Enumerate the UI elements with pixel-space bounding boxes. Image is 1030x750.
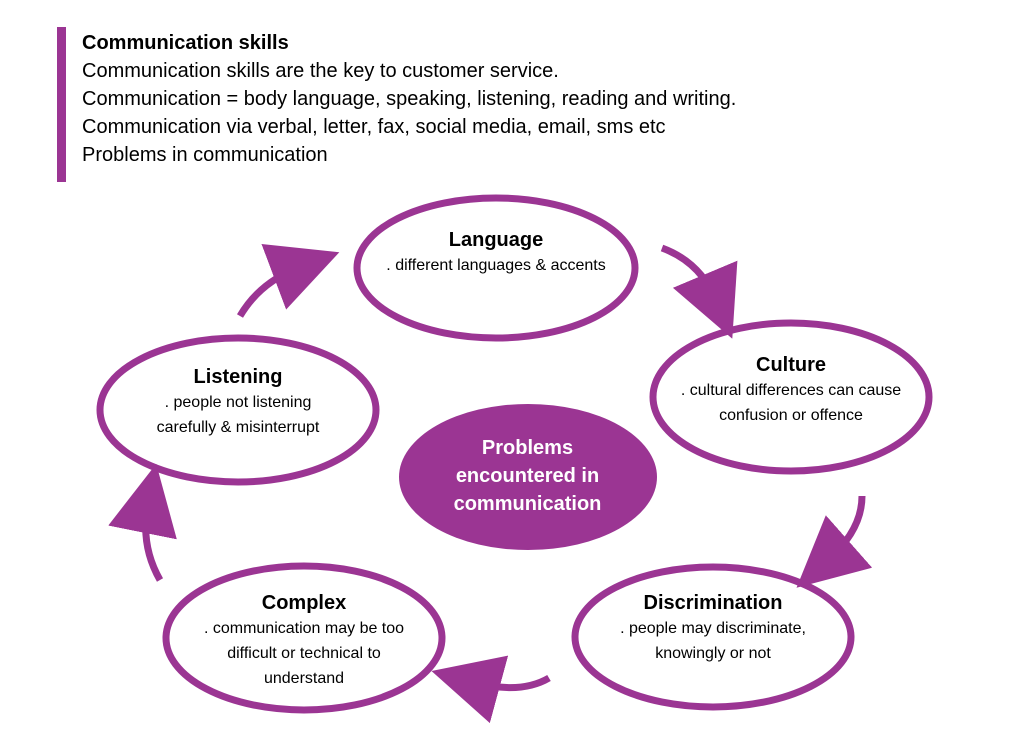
arrow-listening-to-language <box>236 244 340 318</box>
node-description: . people may discriminate, knowingly or … <box>620 620 806 662</box>
language-node-outline <box>353 194 639 342</box>
arrow-discrimination-to-complex <box>431 655 551 724</box>
culture-node-outline <box>649 319 933 475</box>
header-title: Communication skills <box>82 32 289 54</box>
node-description: . communication may be too difficult or … <box>203 620 405 687</box>
node-language: Language . different languages & accents <box>346 227 646 278</box>
header-line-2: Communication = body language, speaking,… <box>82 88 737 110</box>
arrow-culture-to-discrimination <box>796 495 873 588</box>
node-title: Culture <box>756 354 826 376</box>
header-text-block: Communication skills Communication skill… <box>82 29 736 169</box>
arrow-language-to-culture <box>660 244 738 339</box>
node-title: Listening <box>193 366 283 388</box>
center-label: Problems encountered in communication <box>453 437 602 515</box>
node-title: Discrimination <box>643 592 783 614</box>
discrimination-node-outline <box>571 563 855 711</box>
node-discrimination: Discrimination . people may discriminate… <box>563 590 863 666</box>
node-description: . people not listening carefully & misin… <box>156 394 320 436</box>
node-listening: Listening . people not listening careful… <box>88 364 388 440</box>
node-description: . different languages & accents <box>386 257 606 274</box>
header-line-4: Problems in communication <box>82 144 328 166</box>
node-description: . cultural differences can cause confusi… <box>680 382 902 424</box>
header-line-3: Communication via verbal, letter, fax, s… <box>82 116 666 138</box>
node-complex: Complex . communication may be too diffi… <box>154 590 454 691</box>
center-node <box>399 404 657 550</box>
complex-node-outline <box>162 562 446 714</box>
listening-node-outline <box>96 334 380 486</box>
node-culture: Culture . cultural differences can cause… <box>641 352 941 428</box>
arrow-complex-to-listening <box>108 463 177 582</box>
node-title: Language <box>448 229 544 251</box>
header-accent-bar <box>57 27 66 182</box>
header-line-1: Communication skills are the key to cust… <box>82 60 559 82</box>
node-title: Complex <box>261 592 347 614</box>
